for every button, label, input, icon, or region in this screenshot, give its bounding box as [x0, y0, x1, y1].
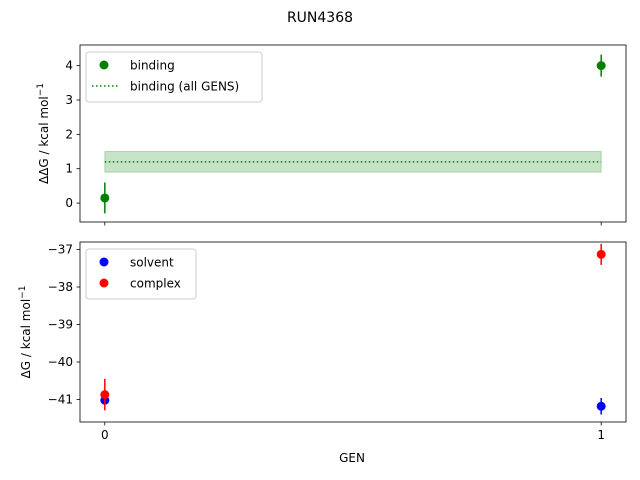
legend-label: complex: [130, 277, 181, 291]
y-tick-label: 2: [65, 127, 73, 141]
y-tick-label: 3: [65, 93, 73, 107]
x-tick-label: 1: [597, 428, 605, 442]
data-point: [596, 61, 606, 71]
legend-marker: [99, 257, 109, 267]
y-tick-label: −37: [48, 243, 73, 257]
legend-box: [85, 248, 197, 300]
x-tick-label: 0: [101, 428, 109, 442]
data-point: [100, 390, 110, 400]
y-tick-label: −41: [48, 393, 73, 407]
legend-marker: [99, 60, 109, 70]
legend-label: binding: [130, 59, 175, 73]
legend: binding binding (all GENS): [85, 51, 263, 103]
legend-label: solvent: [130, 256, 174, 270]
legend: solvent complex: [85, 248, 197, 300]
data-point: [596, 401, 606, 411]
bottom-panel-solvent-complex: −37 −38 −39 −40 −41 0 1 ΔG / kcal mol−1 solvent c…: [18, 241, 627, 442]
y-tick-label: 4: [65, 59, 73, 73]
legend-marker: [99, 278, 109, 288]
y-tick-label: 1: [65, 162, 73, 176]
y-tick-label: −40: [48, 355, 73, 369]
y-axis-label: ΔΔG / kcal mol−1: [36, 83, 51, 184]
data-point: [100, 193, 110, 203]
figure-title: RUN4368: [287, 10, 353, 26]
y-axis-label: ΔG / kcal mol−1: [18, 286, 33, 379]
data-point: [596, 249, 606, 259]
y-tick-label: −39: [48, 318, 73, 332]
x-axis-label: GEN: [339, 451, 365, 465]
legend-box: [85, 51, 263, 103]
axes-frame: [79, 44, 627, 223]
axes-frame: [79, 241, 627, 423]
y-tick-label: −38: [48, 280, 73, 294]
y-tick-label: 0: [65, 196, 73, 210]
legend-label: binding (all GENS): [130, 80, 239, 94]
